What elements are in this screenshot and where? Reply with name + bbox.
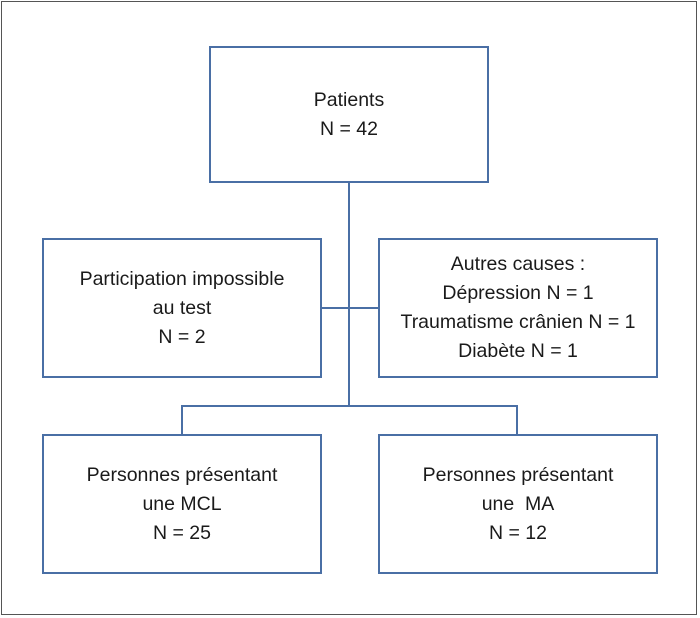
patients-count: N = 42: [320, 117, 378, 140]
excluded-other-title: Autres causes :: [450, 253, 586, 275]
excluded-other-depression: Dépression N = 1: [442, 282, 594, 304]
excluded-other-diabetes: Diabète N = 1: [458, 340, 578, 362]
excluded-impossible-label-1: Participation impossible: [79, 267, 285, 290]
excluded-impossible-label-2: au test: [152, 296, 212, 319]
connector-left-branch: [181, 405, 183, 434]
group-mcl-count: N = 25: [153, 521, 211, 544]
connector-split: [181, 405, 518, 407]
group-ma-count: N = 12: [489, 521, 547, 544]
group-ma-label-1: Personnes présentant: [422, 463, 614, 486]
excluded-impossible-box: Participation impossible au test N = 2: [42, 238, 322, 378]
connector-exclusions: [322, 307, 378, 309]
patients-box: Patients N = 42: [209, 46, 489, 183]
group-ma-label-2: une MA: [481, 492, 555, 515]
patients-label: Patients: [313, 88, 385, 111]
group-ma-box: Personnes présentant une MA N = 12: [378, 434, 658, 574]
group-mcl-label-2: une MCL: [142, 492, 222, 515]
group-mcl-label-1: Personnes présentant: [86, 463, 278, 486]
excluded-other-trauma: Traumatisme crânien N = 1: [400, 311, 636, 333]
group-mcl-box: Personnes présentant une MCL N = 25: [42, 434, 322, 574]
excluded-impossible-count: N = 2: [158, 325, 206, 348]
connector-right-branch: [516, 405, 518, 434]
excluded-other-box: Autres causes : Dépression N = 1 Traumat…: [378, 238, 658, 378]
connector-trunk: [348, 183, 350, 406]
